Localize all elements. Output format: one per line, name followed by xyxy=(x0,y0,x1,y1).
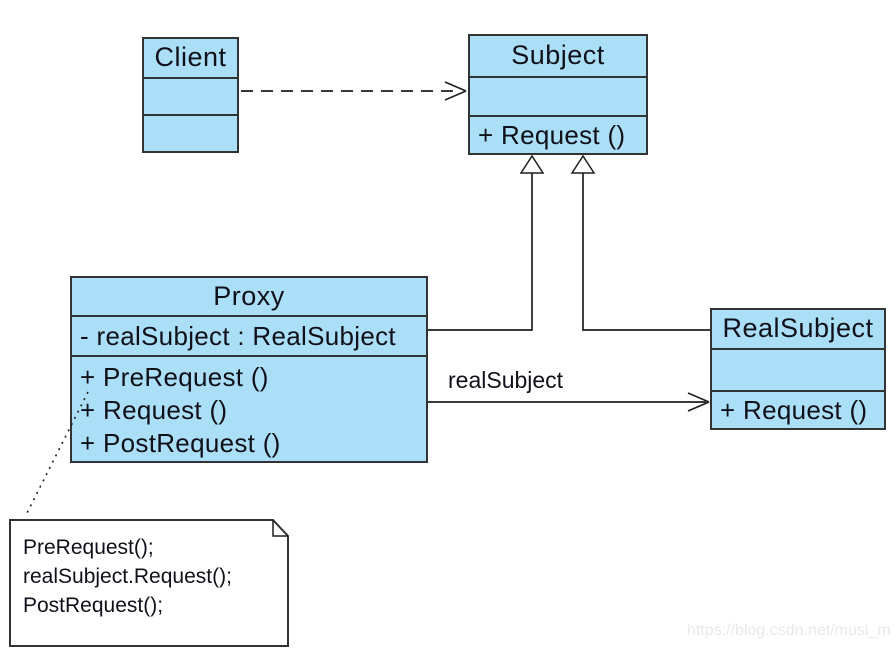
class-realsubject: RealSubject + Request () xyxy=(710,308,886,430)
class-client-attributes xyxy=(144,77,237,114)
watermark-text: https://blog.csdn.net/musi_m xyxy=(687,622,891,639)
class-proxy-methods: + PreRequest () + Request () + PostReque… xyxy=(72,355,426,461)
class-proxy-title: Proxy xyxy=(213,281,285,311)
class-subject-methods: + Request () xyxy=(470,115,646,153)
association-label: realSubject xyxy=(448,367,564,393)
class-proxy: Proxy - realSubject : RealSubject + PreR… xyxy=(70,276,428,463)
class-client: Client xyxy=(142,37,239,153)
note-line: PostRequest(); xyxy=(23,594,164,617)
generalization-proxy-subject-line xyxy=(428,173,533,331)
class-client-title: Client xyxy=(154,42,227,72)
class-subject: Subject + Request () xyxy=(468,34,648,155)
class-realsubject-attributes xyxy=(712,348,884,390)
note-line: PreRequest(); xyxy=(23,536,154,559)
generalization-triangle-icon xyxy=(519,154,545,174)
association-open-arrowhead-icon xyxy=(687,392,710,412)
note-line: realSubject.Request(); xyxy=(23,565,232,588)
class-realsubject-methods: + Request () xyxy=(712,390,884,428)
generalization-triangle-icon xyxy=(570,154,596,174)
method-realsubject-request: + Request () xyxy=(720,395,868,425)
class-subject-attributes xyxy=(470,76,646,115)
note-text: PreRequest(); realSubject.Request(); Pos… xyxy=(23,533,232,620)
generalization-realsubject-subject-line xyxy=(582,173,710,331)
method-proxy-postrequest: + PostRequest () xyxy=(80,428,281,458)
note-fold-corner-icon xyxy=(272,520,288,537)
dependency-open-arrowhead-icon xyxy=(444,81,467,101)
attribute-proxy-realsubject: - realSubject : RealSubject xyxy=(80,321,396,351)
class-proxy-attributes: - realSubject : RealSubject xyxy=(72,315,426,355)
method-proxy-prerequest: + PreRequest () xyxy=(80,362,269,392)
class-realsubject-title: RealSubject xyxy=(722,313,874,343)
method-proxy-request: + Request () xyxy=(80,395,228,425)
class-subject-title: Subject xyxy=(511,40,605,70)
method-subject-request: + Request () xyxy=(478,120,626,150)
class-client-methods xyxy=(144,114,237,151)
